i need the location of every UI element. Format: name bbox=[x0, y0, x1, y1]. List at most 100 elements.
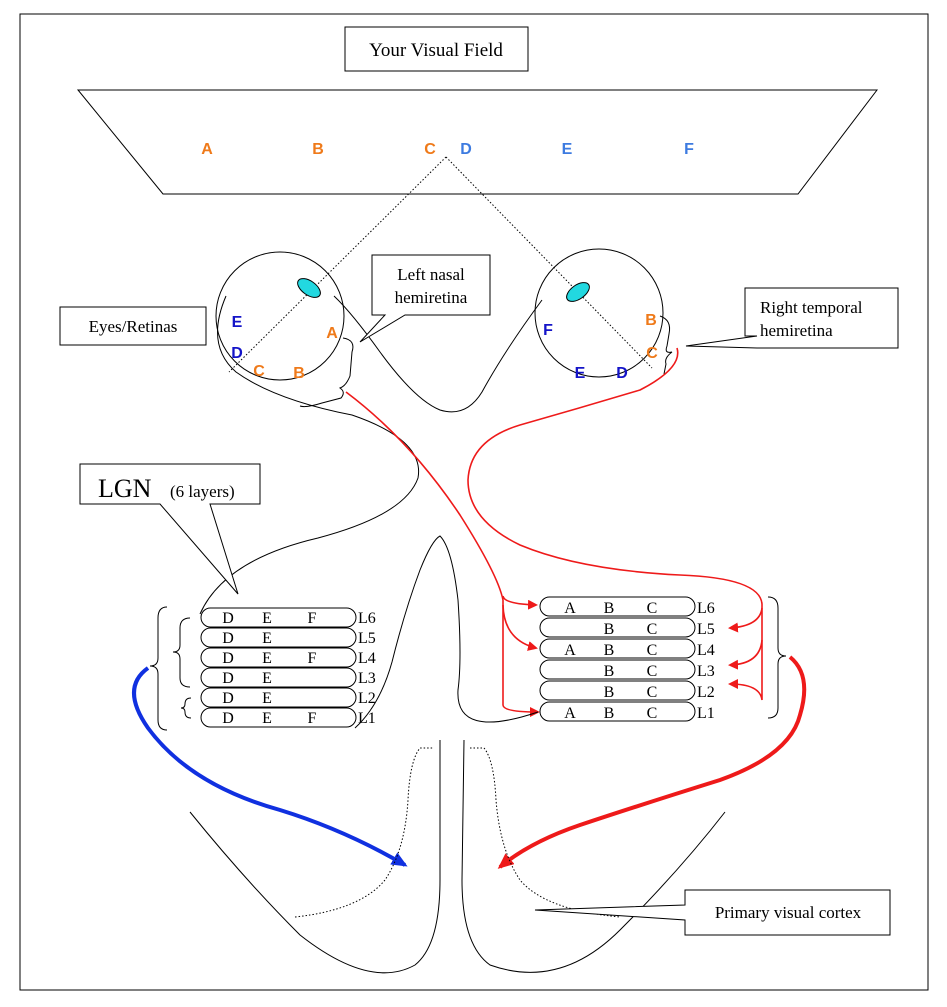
field-letter-c: C bbox=[424, 141, 436, 158]
left-lgn-l6-letter-3: F bbox=[308, 610, 317, 627]
left-lgn-l2-name: L2 bbox=[358, 690, 376, 707]
right-eye-letter-d: D bbox=[616, 365, 628, 382]
right-temporal-callout bbox=[685, 287, 899, 349]
right-lgn-l6-letter-1: A bbox=[564, 600, 576, 617]
left-lgn-l2-letter-1: D bbox=[222, 690, 234, 707]
right-lgn-l5-letter-2: B bbox=[604, 621, 615, 638]
left-eye-letter-b: B bbox=[293, 365, 305, 382]
right-lgn-l1-letter-1: A bbox=[564, 705, 576, 722]
left-lgn-layer-l2 bbox=[200, 687, 357, 708]
right-temporal-brace bbox=[659, 315, 673, 375]
left-nasal-callout bbox=[359, 254, 491, 343]
left-lgn-l4-letter-2: E bbox=[262, 650, 272, 667]
left-lgn: D E F L6 D E L5 D E F L4 D E L3 D E L2 D… bbox=[149, 606, 376, 731]
left-lgn-l4-letter-3: F bbox=[308, 650, 317, 667]
left-lgn-l1-name: L1 bbox=[358, 710, 376, 727]
right-hemisphere-outline bbox=[461, 739, 726, 973]
left-eye-letter-c: C bbox=[253, 363, 265, 380]
right-lgn-l2-letter-3: C bbox=[647, 684, 658, 701]
left-lgn-l3-name: L3 bbox=[358, 670, 376, 687]
left-hemisphere-outline bbox=[189, 740, 441, 974]
right-lgn-l4-letter-2: B bbox=[604, 642, 615, 659]
red-path-left-nasal bbox=[345, 391, 540, 717]
lgn-label-main: LGN bbox=[98, 474, 152, 503]
left-lgn-l4-name: L4 bbox=[358, 650, 376, 667]
right-lgn-l3-letter-2: B bbox=[604, 663, 615, 680]
midline-tract-curve bbox=[354, 535, 539, 729]
right-lgn-layer-l4 bbox=[539, 638, 696, 659]
visual-field-trapezoid bbox=[76, 89, 879, 195]
right-lgn-l3-name: L3 bbox=[697, 663, 715, 680]
left-nasal-label-line1: Left nasal bbox=[397, 265, 465, 284]
left-eye-letter-a: A bbox=[326, 325, 338, 342]
red-path-right-temporal bbox=[467, 347, 763, 701]
left-lgn-l5-letter-1: D bbox=[222, 630, 234, 647]
left-lgn-l5-name: L5 bbox=[358, 630, 376, 647]
lgn-callout bbox=[79, 463, 261, 595]
right-lgn-l4-letter-1: A bbox=[564, 642, 576, 659]
right-lgn-l4-letter-3: C bbox=[647, 642, 658, 659]
red-arrow-to-l6 bbox=[502, 595, 538, 610]
left-lgn-outer-brace bbox=[149, 606, 168, 731]
left-eye: E D C B A bbox=[215, 251, 354, 408]
right-lens-icon bbox=[566, 282, 590, 302]
primary-visual-cortex bbox=[189, 739, 726, 974]
right-lgn-brace bbox=[767, 596, 787, 719]
right-lgn-layer-l2 bbox=[539, 680, 696, 701]
left-lgn-l5-letter-2: E bbox=[262, 630, 272, 647]
right-lgn-l6-name: L6 bbox=[697, 600, 715, 617]
right-lgn-layer-l6 bbox=[539, 596, 696, 617]
right-lgn-l1-letter-2: B bbox=[604, 705, 615, 722]
right-lgn-l5-letter-3: C bbox=[647, 621, 658, 638]
red-arrow-to-l3 bbox=[728, 639, 763, 670]
dotted-ray-right bbox=[445, 156, 653, 369]
page-title: Your Visual Field bbox=[369, 40, 503, 61]
optic-chiasm-line bbox=[333, 295, 543, 413]
red-arrow-to-l4 bbox=[502, 604, 538, 651]
left-lgn-layer-l4 bbox=[200, 647, 357, 668]
right-eye-letter-e: E bbox=[575, 365, 586, 382]
red-arrow-to-l5 bbox=[728, 607, 763, 633]
field-letter-a: A bbox=[201, 141, 213, 158]
right-eye-letter-b: B bbox=[645, 312, 657, 329]
right-eye-letter-f: F bbox=[543, 322, 553, 339]
left-lgn-l1-letter-1: D bbox=[222, 710, 234, 727]
field-letter-b: B bbox=[312, 141, 324, 158]
lgn-label-sub: (6 layers) bbox=[170, 482, 235, 501]
left-lgn-layer-l3 bbox=[200, 667, 357, 688]
right-lgn-l6-letter-3: C bbox=[647, 600, 658, 617]
left-lgn-small-brace bbox=[180, 697, 192, 719]
left-lgn-l6-letter-1: D bbox=[222, 610, 234, 627]
right-lgn-l1-name: L1 bbox=[697, 705, 715, 722]
right-lgn-layer-l1 bbox=[539, 701, 696, 722]
left-lgn-l1-letter-3: F bbox=[308, 710, 317, 727]
field-letter-e: E bbox=[562, 141, 573, 158]
left-calcarine-dotted bbox=[294, 747, 434, 918]
eyes-label-box bbox=[59, 306, 207, 346]
right-lgn-l1-letter-3: C bbox=[647, 705, 658, 722]
field-letter-f: F bbox=[684, 141, 694, 158]
left-lgn-l1-letter-2: E bbox=[262, 710, 272, 727]
right-lgn-layer-l3 bbox=[539, 659, 696, 680]
left-lgn-l2-letter-2: E bbox=[262, 690, 272, 707]
cortex-label: Primary visual cortex bbox=[715, 903, 862, 922]
left-optic-tract-black bbox=[199, 295, 420, 615]
left-lgn-layer-l6 bbox=[200, 607, 357, 628]
right-lgn-layer-l5 bbox=[539, 617, 696, 638]
right-temporal-label-line2: hemiretina bbox=[760, 321, 833, 340]
field-letter-d: D bbox=[460, 141, 472, 158]
left-lgn-l3-letter-1: D bbox=[222, 670, 234, 687]
left-nasal-brace bbox=[299, 337, 354, 408]
left-nasal-label-line2: hemiretina bbox=[395, 288, 468, 307]
left-lgn-l6-letter-2: E bbox=[262, 610, 272, 627]
right-eye: F E D C B bbox=[534, 248, 673, 382]
eyes-label: Eyes/Retinas bbox=[89, 317, 178, 336]
left-eye-letter-d: D bbox=[231, 345, 243, 362]
left-lgn-l3-letter-2: E bbox=[262, 670, 272, 687]
right-eye-letter-c: C bbox=[646, 345, 658, 362]
right-eyeball bbox=[534, 248, 664, 378]
left-lgn-layer-l1 bbox=[200, 707, 357, 728]
left-eyeball bbox=[215, 251, 345, 381]
right-lgn-l2-letter-2: B bbox=[604, 684, 615, 701]
